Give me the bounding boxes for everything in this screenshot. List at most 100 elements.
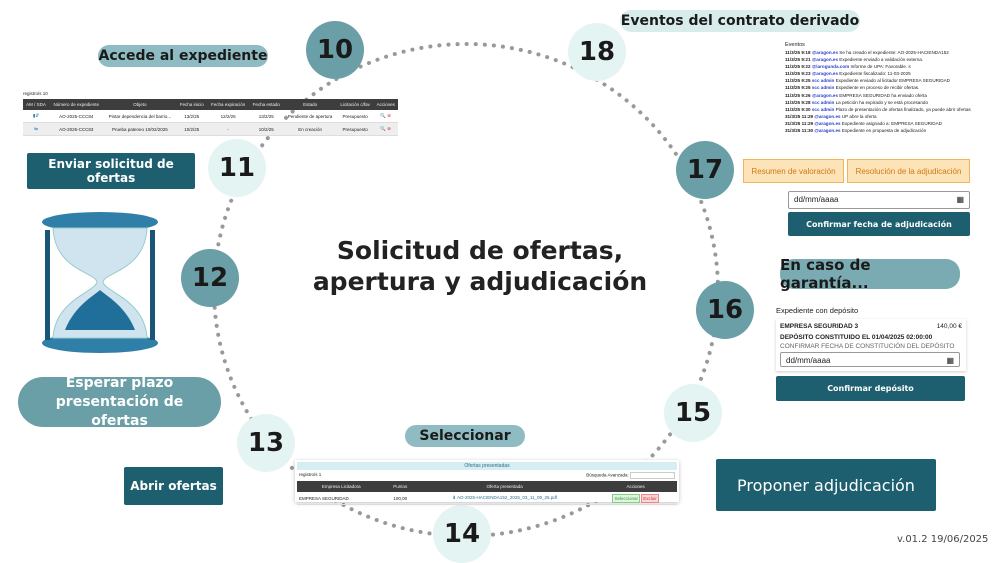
confirmar-fecha-adjudicacion-button[interactable]: Confirmar fecha de adjudicación (788, 212, 970, 236)
event-time: 11/3/25 9:18 (785, 50, 811, 55)
cell: Presupuesto (336, 110, 374, 123)
event-user: @aragon.es (811, 92, 839, 98)
step-12-badge: 12 (181, 249, 239, 307)
event-item: 31/3/25 11:29 @aragon.es UP abre la ofer… (785, 113, 985, 120)
cell: 10/2/25 (249, 122, 284, 136)
delete-icon[interactable]: ⊗ (387, 113, 392, 118)
step-17-badge: 17 (676, 141, 734, 199)
event-item: 11/3/25 9:26 @aragon.es EMPRESA SEGURIDA… (785, 92, 985, 99)
ofertas-title: Ofertas presentadas (297, 462, 677, 470)
event-text: Expediente enviado a validación externa. (839, 57, 924, 63)
col-header[interactable]: Fecha inicio (176, 99, 208, 110)
cell: 100,00 (385, 492, 416, 505)
col-header[interactable]: Licitación c/fav (336, 99, 374, 110)
version-label: v.01.2 19/06/2025 (897, 534, 989, 545)
col-header[interactable]: Puntos (385, 481, 416, 492)
col-header[interactable]: Acciones (594, 481, 677, 492)
col-header[interactable]: Oferta presentada (415, 481, 595, 492)
event-item: 11/3/25 9:18 @aragon.es Se ha creado el … (785, 49, 985, 56)
event-time: 31/3/25 11:29 (785, 113, 814, 119)
col-header[interactable]: Fecha estado (249, 99, 284, 110)
event-user: @aragon.es (811, 50, 839, 55)
event-item: 11/3/25 9:28 scc admin La petición ha ex… (785, 99, 985, 106)
event-text: UP abre la oferta (841, 113, 877, 119)
event-text: Expediente asignado a: EMPRESA SEGURIDAD (841, 120, 942, 126)
calendar-icon: ▦ (946, 356, 954, 365)
deposit-empresa: EMPRESA SEGURIDAD 3 (780, 323, 859, 330)
cell: - (207, 122, 250, 136)
confirmar-deposito-button[interactable]: Confirmar depósito (776, 376, 965, 401)
cell: AO-2025-CCC84 (49, 110, 104, 123)
step-12-label: Esperar plazo presentación de ofertas (18, 375, 221, 429)
resolucion-adjudicacion-button[interactable]: Resolución de la adjudicación (847, 159, 970, 183)
record-count: registro/s 10 (23, 91, 48, 96)
cell: En creación (283, 122, 337, 136)
cell: Pintar dependencia del barrio... (103, 110, 177, 123)
calendar-icon: ▦ (956, 195, 964, 204)
event-item: 11/3/25 9:23 @aragon.es Expediente fisca… (785, 70, 985, 77)
resumen-valoracion-button[interactable]: Resumen de valoración (743, 159, 844, 183)
event-text: Expediente enviado al licitador EMPRESA … (835, 78, 950, 84)
cell: Presupuesto (336, 122, 374, 136)
search-icon[interactable]: 🔍 (380, 126, 387, 131)
col-header[interactable]: Estado (283, 99, 337, 110)
event-item: 11/3/25 9:25 scc admin Expediente en pro… (785, 84, 985, 91)
step-10-label: Accede al expediente (98, 45, 268, 67)
col-header[interactable]: Número de expediente (49, 99, 104, 110)
col-header[interactable]: AM / SDA (23, 99, 50, 110)
search-input[interactable] (630, 472, 675, 479)
file-link[interactable]: AO-2025-HACIENDA152_2025_03_11_09_25.pdf (457, 495, 558, 500)
col-header[interactable]: Empresa Licitadora (297, 481, 386, 492)
proponer-adjudicacion-button[interactable]: Proponer adjudicación (716, 459, 936, 511)
document-icon: ▮⇵ (32, 113, 40, 118)
delete-icon[interactable]: ⊗ (387, 126, 392, 131)
event-text: EMPRESA SEGURIDAD ha enviado oferta (839, 92, 927, 98)
event-user: @larogunda.com (811, 64, 850, 70)
ofertas-panel: Ofertas presentadas registro/s 1 Búsqued… (295, 460, 679, 505)
event-item: 31/3/25 11:30 @aragon.es Expediente en p… (785, 127, 985, 134)
event-time: 31/3/25 11:30 (785, 128, 814, 134)
event-text: Expediente en proceso de recibir ofertas… (835, 85, 920, 91)
event-time: 31/3/25 11:29 (785, 120, 814, 126)
select-button[interactable]: Seleccionar (612, 493, 640, 503)
step-16-label: En caso de garantía... (780, 256, 960, 292)
step-18-badge: 18 (568, 23, 626, 81)
deposit-panel: Expediente con depósito EMPRESA SEGURIDA… (776, 306, 966, 371)
col-header[interactable]: Acciones (373, 99, 398, 110)
adjudicacion-date-input[interactable]: dd/mm/aaaa▦ (788, 191, 970, 209)
event-user: @aragon.es (814, 128, 841, 134)
col-header[interactable]: Objeto (103, 99, 177, 110)
handshake-icon: ⇆ (34, 126, 38, 131)
cell: AO-2025-CCC83 (49, 122, 104, 136)
step-15-badge: 15 (664, 384, 722, 442)
step-16-badge: 16 (696, 281, 754, 339)
cell: 10/2/25 (176, 122, 208, 136)
cell: Pendiente de apertura (283, 110, 337, 123)
exclude-button[interactable]: Excluir (641, 493, 659, 503)
step-14-badge: 14 (433, 505, 491, 563)
search-icon[interactable]: 🔍 (380, 113, 387, 118)
abrir-ofertas-button[interactable]: Abrir ofertas (124, 467, 223, 505)
download-icon[interactable]: ⬇ (452, 495, 457, 500)
event-time: 11/3/25 9:22 (785, 64, 811, 70)
events-panel: Eventos 11/3/25 9:18 @aragon.es Se ha cr… (785, 42, 985, 134)
event-user: @aragon.es (814, 120, 841, 126)
search-label: Búsqueda Avanzada: (586, 472, 629, 478)
step-11-badge: 11 (208, 139, 266, 197)
event-user: @aragon.es (814, 113, 841, 119)
event-user: scc admin (811, 106, 835, 112)
deposit-confirm-label: CONFIRMAR FECHA DE CONSTITUCIÓN DEL DEPÓ… (780, 343, 955, 350)
hourglass-icon (42, 212, 158, 353)
record-count: registro/s 1 (299, 472, 322, 477)
deposit-date-input[interactable]: dd/mm/aaaa▦ (780, 352, 960, 367)
cell: Prueba pateneo 10/02/2025 (103, 122, 177, 136)
enviar-solicitud-button[interactable]: Enviar solicitud de ofertas (27, 153, 195, 189)
col-header[interactable]: Fecha expiración (207, 99, 250, 110)
cell: 12/2/25 (207, 110, 250, 123)
deposit-status: DEPÓSITO CONSTITUIDO EL 01/04/2025 02:00… (780, 334, 933, 341)
cell: 13/2/25 (249, 110, 284, 123)
